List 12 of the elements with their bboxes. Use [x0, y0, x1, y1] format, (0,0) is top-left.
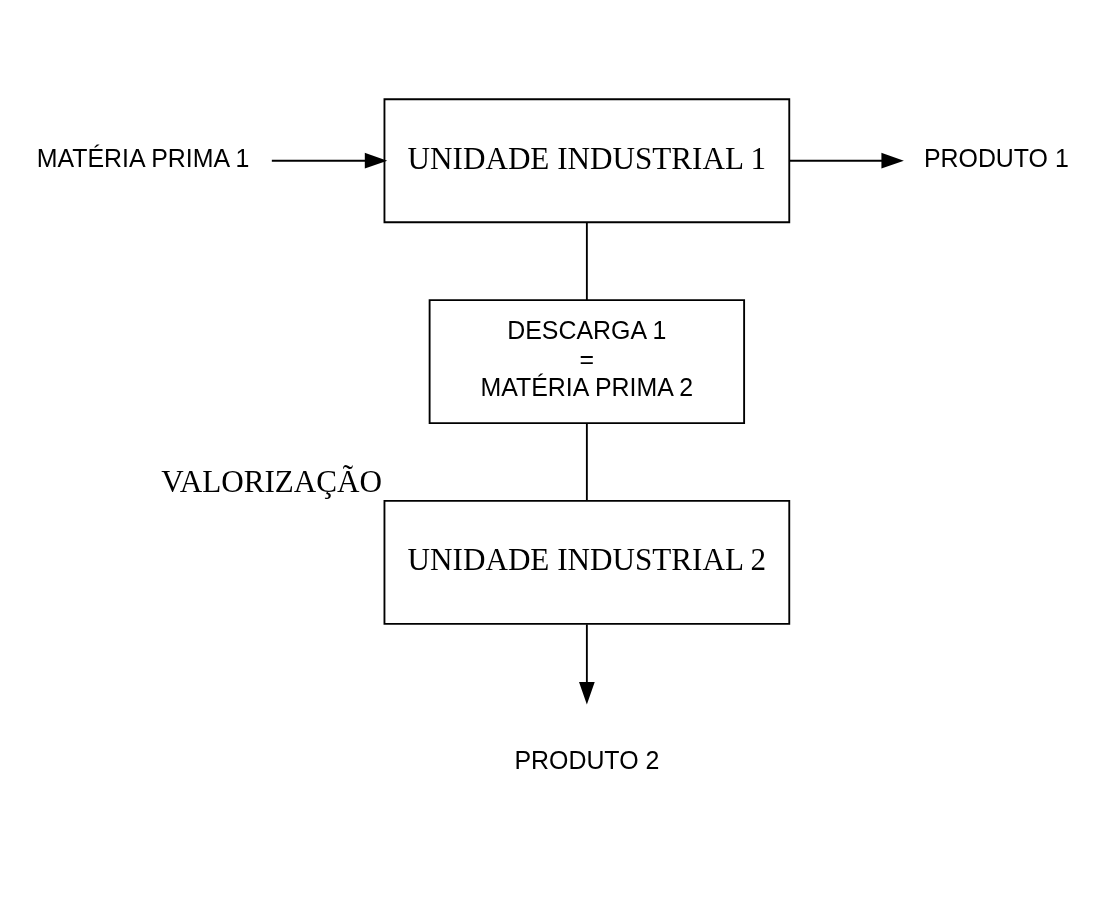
node-label: VALORIZAÇÃO [161, 463, 382, 499]
node-text: MATÉRIA PRIMA 1 [36, 143, 250, 172]
node-box: UNIDADE INDUSTRIAL 1 [383, 97, 791, 223]
node-box: DESCARGA 1 = MATÉRIA PRIMA 2 [428, 298, 746, 424]
arrow [270, 152, 388, 169]
node-text: PRODUTO 2 [514, 745, 660, 774]
arrow [579, 622, 595, 704]
connector [585, 422, 588, 502]
arrow [788, 152, 904, 169]
node-box: UNIDADE INDUSTRIAL 2 [383, 499, 791, 625]
node-text: PRODUTO 1 [923, 143, 1069, 172]
connector [585, 221, 588, 301]
